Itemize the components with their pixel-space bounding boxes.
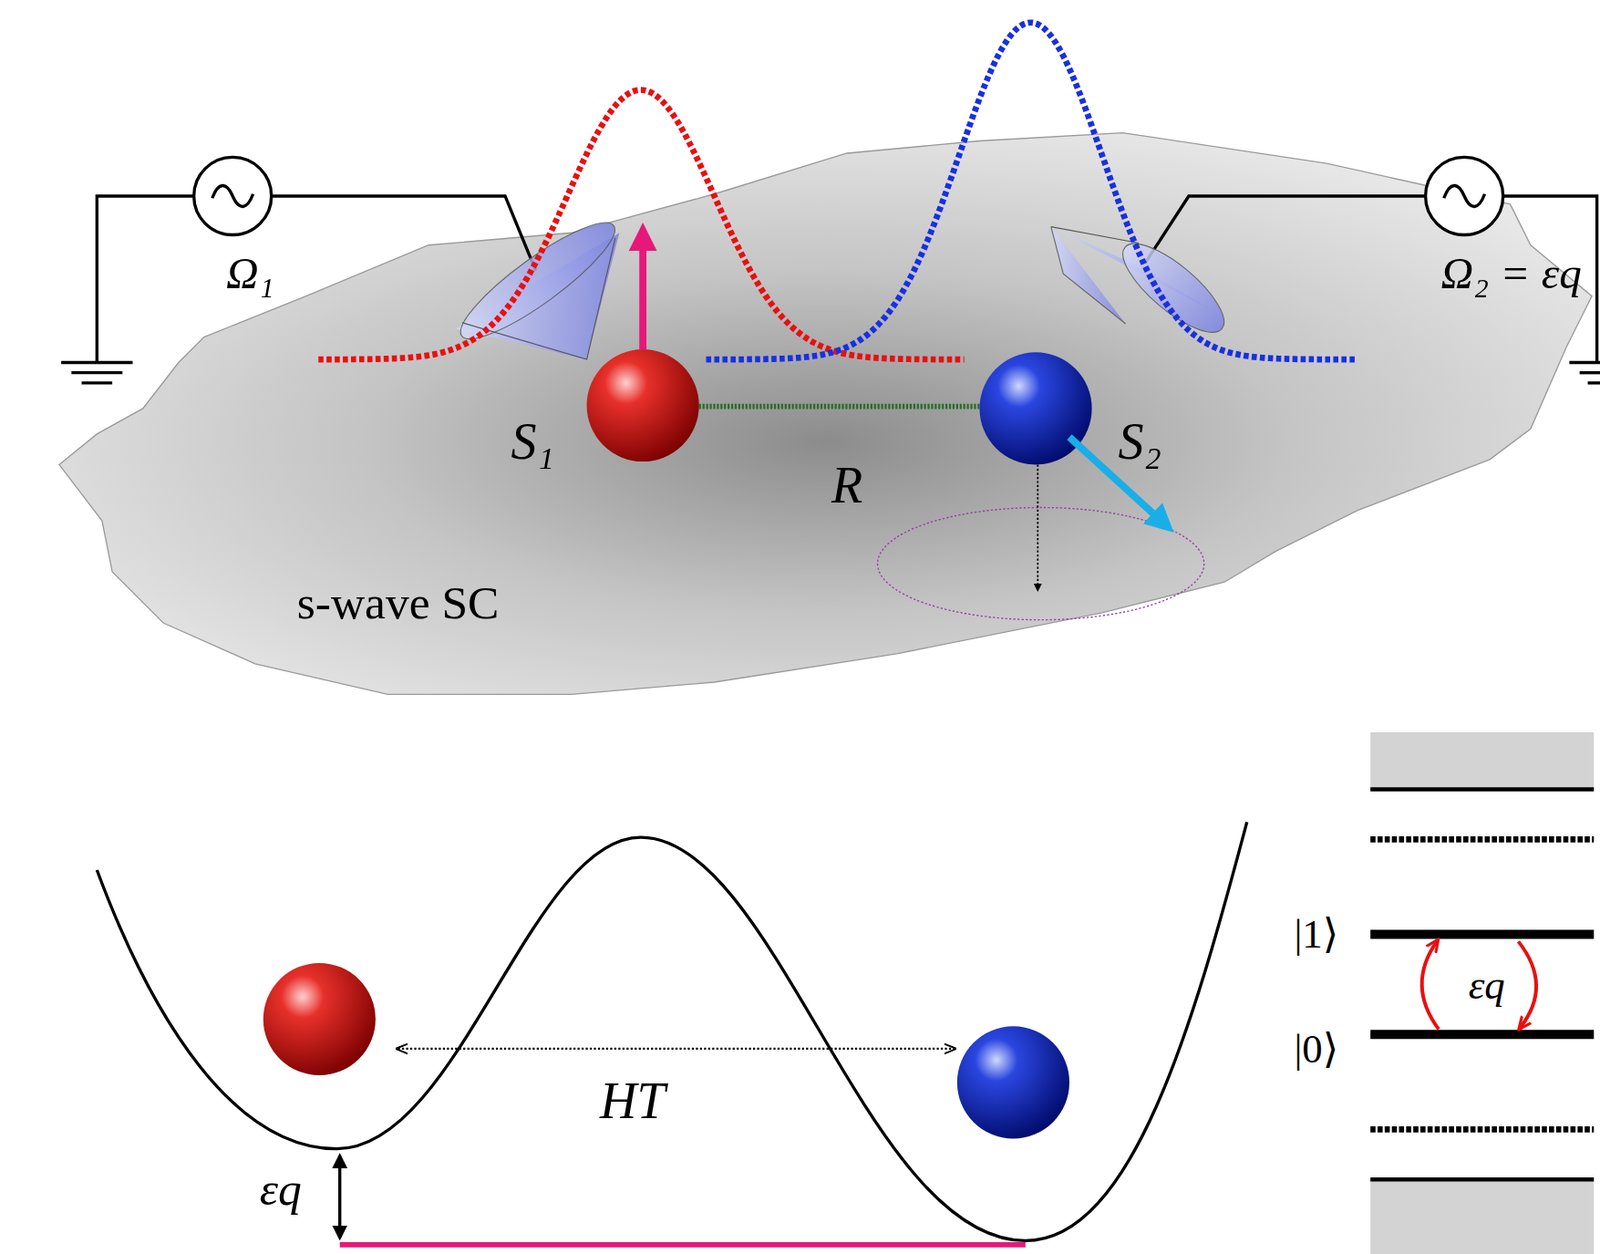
level-scheme [1370, 732, 1594, 1254]
well-state-left [263, 962, 376, 1075]
hamiltonian-label: HT [599, 1074, 666, 1126]
distance-label: R [831, 459, 863, 511]
frequency-label: Ω₂ = εq [1440, 250, 1581, 296]
wavefunction-s2 [706, 22, 1356, 360]
ground-level-line [340, 1241, 1026, 1248]
double-well-potential [96, 821, 1247, 1240]
well-state-right [957, 1025, 1070, 1138]
detuning-arrow [338, 1156, 341, 1239]
energy-label: εq [1468, 964, 1506, 1006]
tunnelling-arrow [398, 1047, 955, 1050]
spin-s1 [587, 349, 700, 462]
energy-label: εq [259, 1165, 302, 1213]
stm-tip-right [1051, 227, 1237, 347]
material-label: s-wave SC [297, 578, 500, 627]
precession-orbit [877, 506, 1205, 620]
wavefunction-s1 [318, 90, 964, 360]
wavefunctions [318, 22, 1355, 360]
spin-s2 [979, 351, 1092, 465]
superconductor-region [59, 133, 1592, 695]
state-label: |0⟩ [1293, 1028, 1339, 1070]
spin-label: S₂ [1118, 415, 1162, 467]
precession-axis [1036, 464, 1039, 590]
frequency-label: Ω₁ [226, 250, 275, 296]
left-drive-circuit [61, 156, 536, 382]
state-label: |1⟩ [1293, 913, 1339, 955]
spin-arrow-s1 [639, 237, 647, 350]
spin-label: S₁ [511, 415, 555, 467]
stm-tip-left [448, 206, 628, 360]
coupling-line [699, 403, 982, 410]
